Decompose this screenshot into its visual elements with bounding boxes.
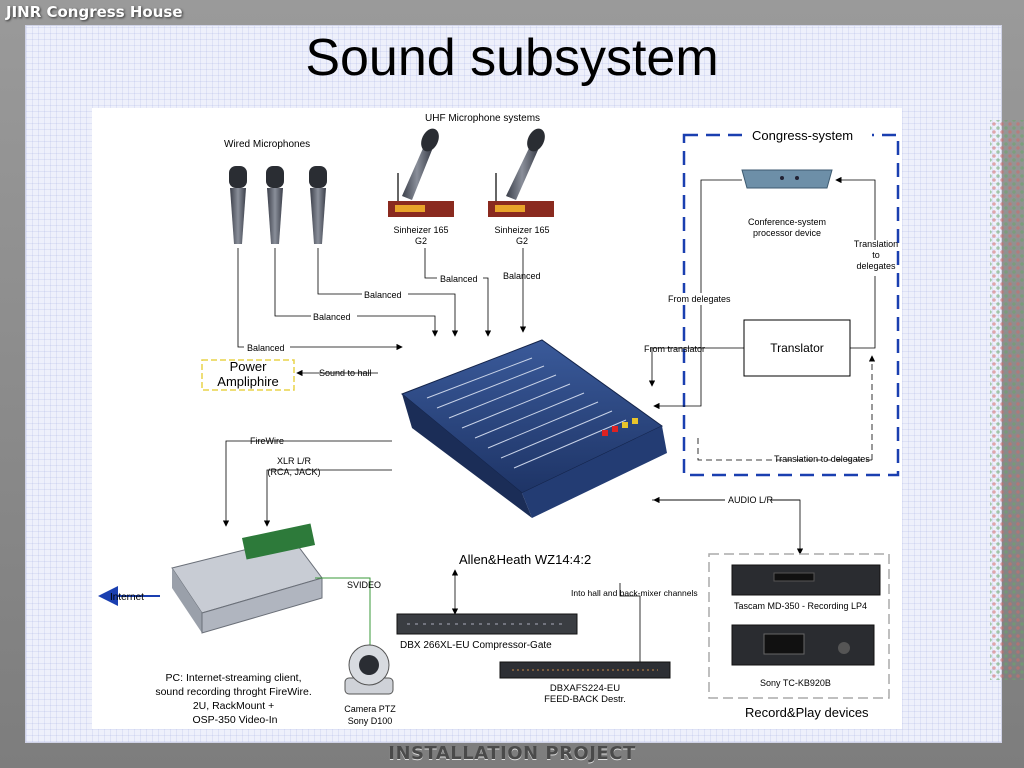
balanced-label: Balanced <box>503 271 541 281</box>
decorative-dots <box>990 120 1024 680</box>
translator-box <box>743 319 851 377</box>
uhf-receiver-icon <box>488 128 554 217</box>
wired-mics-label: Wired Microphones <box>224 139 310 150</box>
power-amp-box <box>201 359 295 391</box>
tascam-label: Tascam MD-350 - Recording LP4 <box>734 601 867 611</box>
into-hall-label: Into hall and back-mixer channels <box>571 588 698 598</box>
mixer-name-label: Allen&Heath WZ14:4:2 <box>459 552 591 567</box>
uhf-mics-label: UHF Microphone systems <box>425 113 540 124</box>
pc-rackmount-icon <box>171 523 323 634</box>
sound-diagram: Wired Microphones UHF Microphone systems… <box>92 108 902 729</box>
wired-mic-icon <box>266 166 284 244</box>
dbxafs-device-icon <box>499 661 671 679</box>
wired-mic-icon <box>229 166 247 244</box>
translator-label: Translator <box>770 341 824 355</box>
balanced-label: Balanced <box>440 274 478 284</box>
congress-system-label: Congress-system <box>752 128 853 143</box>
camera-ptz-icon <box>344 644 394 695</box>
sony-deck-icon <box>731 624 875 666</box>
sony-deck-label: Sony TC-KB920B <box>760 678 831 688</box>
firewire-label: FireWire <box>250 436 284 446</box>
internet-label: Internet <box>110 592 144 603</box>
wired-mic-icon <box>309 166 327 244</box>
record-play-box <box>708 553 890 699</box>
pc-desc-label: PC: Internet-streaming client, sound rec… <box>155 672 314 726</box>
dbx266-device-icon <box>396 613 578 635</box>
brand-label: JINR Congress House <box>6 3 183 21</box>
page-title: Sound subsystem <box>305 29 719 87</box>
translation-to-delegates-label: Translation to delegates <box>774 454 870 464</box>
tascam-device-icon <box>731 564 881 596</box>
from-translator-label: From translator <box>644 344 705 354</box>
balanced-label: Balanced <box>364 290 402 300</box>
sound-to-hall-label: Sound to hall <box>319 368 372 378</box>
conference-processor-icon <box>741 169 833 189</box>
mixer-device-icon <box>401 339 667 518</box>
xlr-label: XLR L/R(RCA, JACK) <box>267 456 320 477</box>
balanced-label: Balanced <box>247 343 285 353</box>
from-delegates-label: From delegates <box>668 294 731 304</box>
footer-label: INSTALLATION PROJECT <box>388 743 636 764</box>
record-play-label: Record&Play devices <box>745 705 869 720</box>
svideo-label: SVIDEO <box>347 580 381 590</box>
audio-lr-label: AUDIO L/R <box>728 495 774 505</box>
dbx266-label: DBX 266XL-EU Compressor-Gate <box>400 640 552 651</box>
balanced-label: Balanced <box>313 312 351 322</box>
uhf-receiver-icon <box>388 128 454 217</box>
